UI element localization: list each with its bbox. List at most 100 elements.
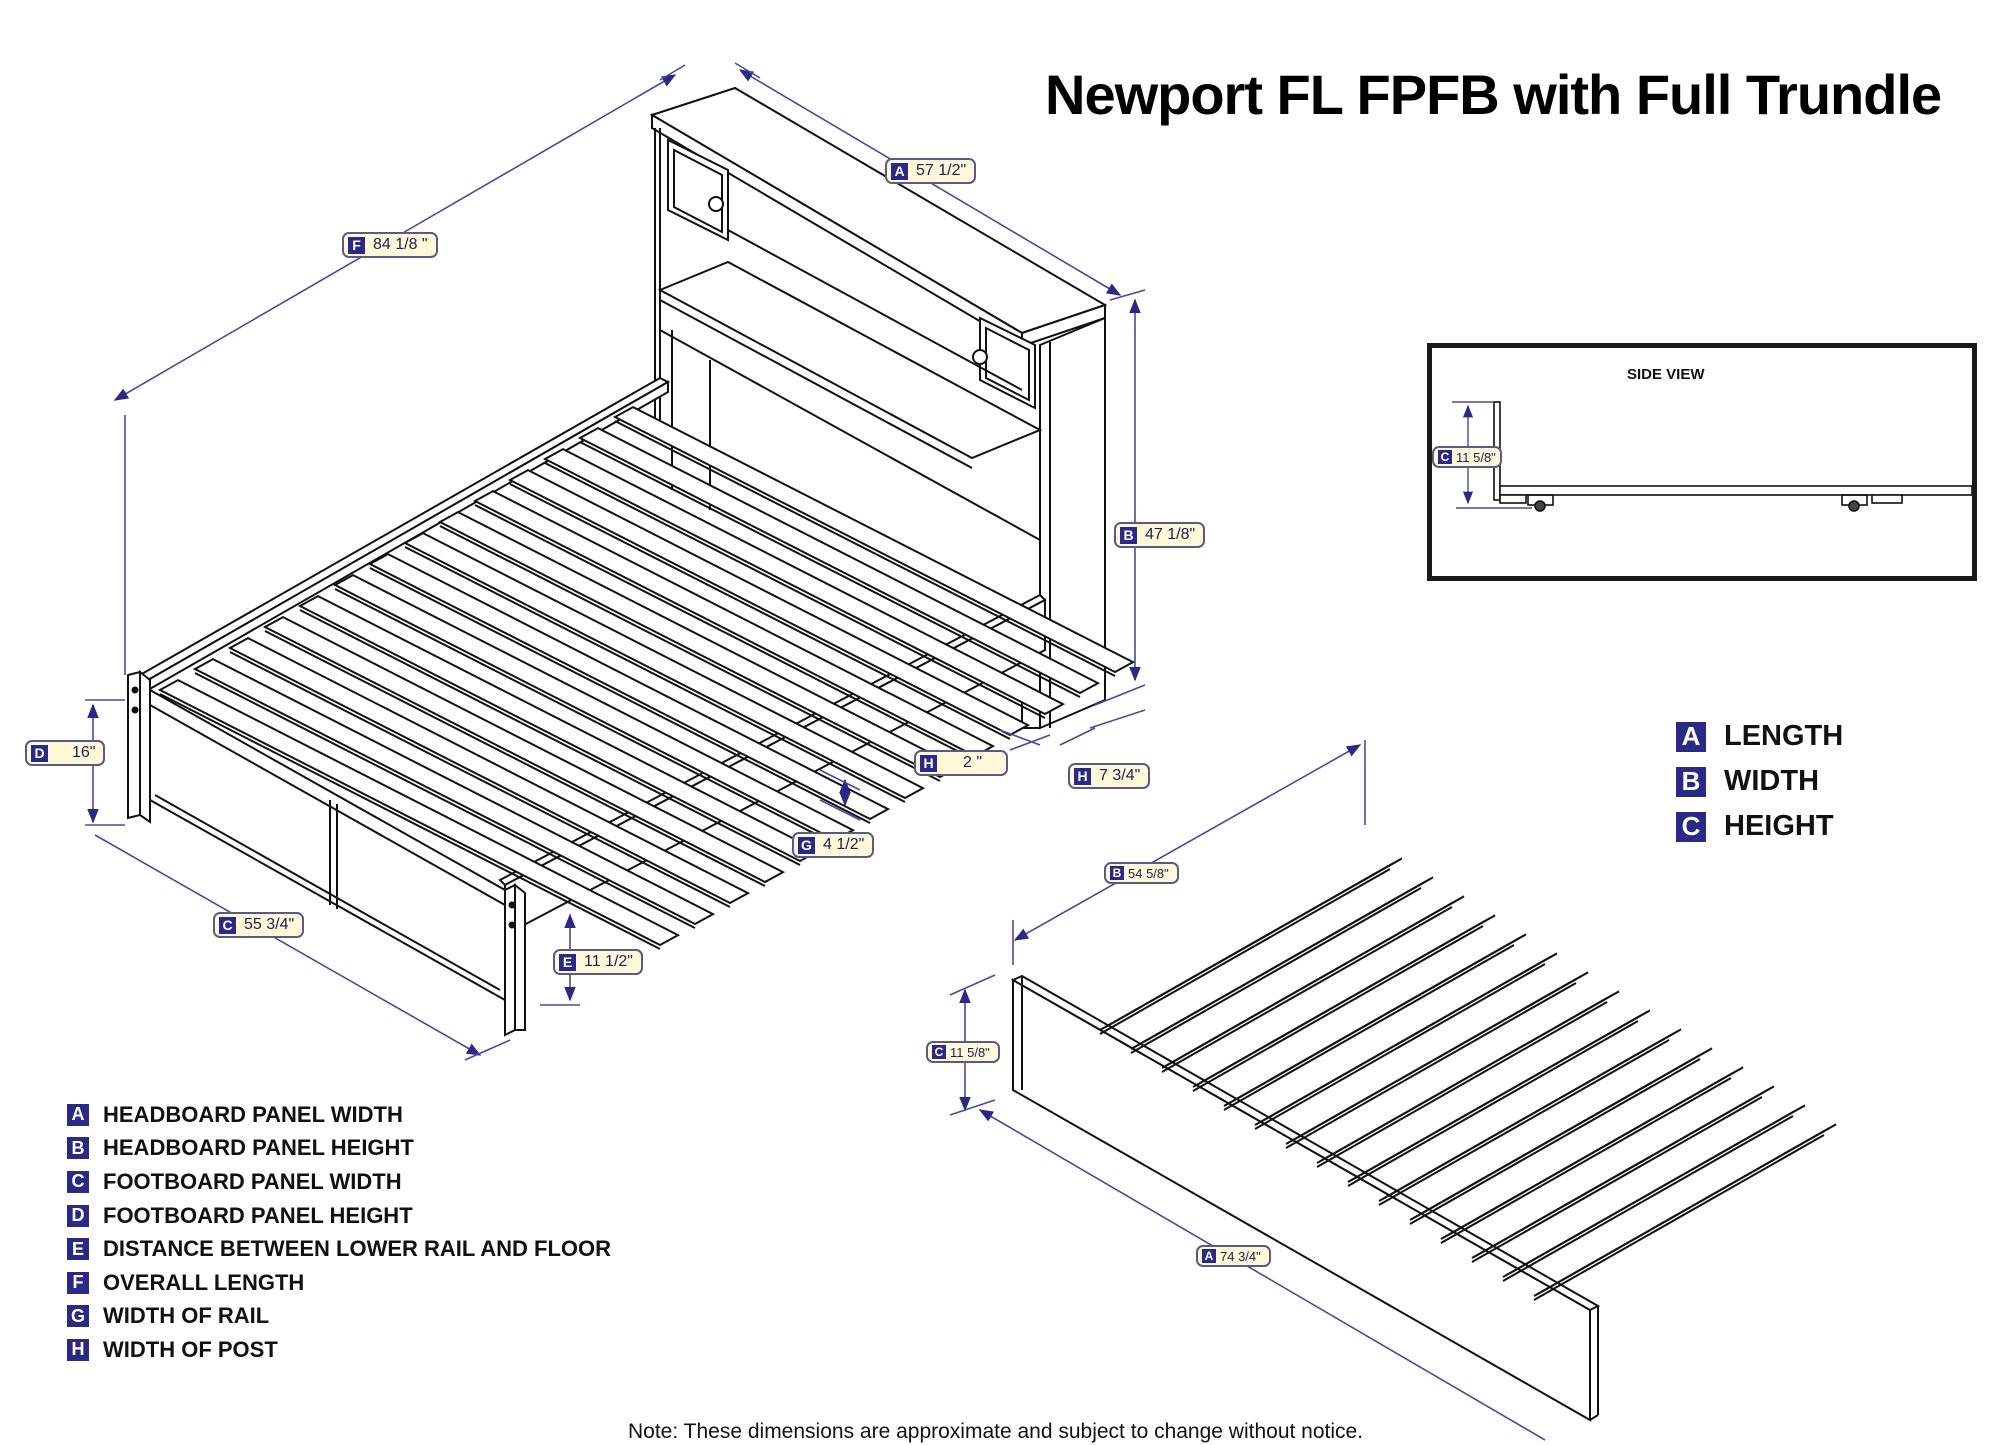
dimension-value: 57 1/2"	[916, 162, 967, 179]
dimension-label-h-post: H 2 "	[914, 750, 1008, 776]
slat	[192, 657, 716, 926]
trundle-dimension-label-b: B 54 5/8"	[1104, 862, 1179, 884]
side-view-drawing	[1452, 401, 1972, 512]
slat-edge	[1440, 1077, 1732, 1244]
slat-edge	[1161, 906, 1453, 1073]
legend-label: DISTANCE BETWEEN LOWER RAIL AND FLOOR	[103, 1236, 612, 1262]
slat-edge	[299, 609, 801, 866]
legend-label: WIDTH OF RAIL	[103, 1303, 270, 1329]
dimension-value: 54 5/8"	[1128, 865, 1169, 881]
legend-label: WIDTH	[1724, 765, 1820, 797]
slat	[1099, 857, 1403, 1031]
dimension-value: 55 3/4"	[244, 916, 295, 933]
trundle-dimension-label-a: A 74 3/4"	[1196, 1245, 1271, 1267]
slat-edge	[334, 588, 836, 845]
slat	[1161, 895, 1465, 1069]
dimension-label-h-depth: H 7 3/4"	[1068, 763, 1151, 789]
legend-label: WIDTH OF POST	[103, 1336, 278, 1362]
disclaimer-note: Note: These dimensions are approximate a…	[628, 1420, 1364, 1443]
slat	[227, 636, 751, 905]
slat	[1502, 1104, 1806, 1278]
legend-code-badge: B	[67, 1137, 89, 1160]
slat	[262, 615, 786, 884]
slat	[1471, 1085, 1775, 1259]
slat	[367, 552, 891, 821]
slat-edge	[229, 651, 731, 908]
dimension-value: 7 3/4"	[1099, 767, 1141, 784]
bed-slats	[157, 405, 1136, 950]
legend-code-badge: E	[67, 1238, 89, 1261]
dimension-label-e: E 11 1/2"	[553, 949, 643, 975]
dimension-value: 84 1/8 "	[373, 236, 428, 253]
legend-label: OVERALL LENGTH	[103, 1269, 305, 1295]
slat-edge	[1099, 868, 1391, 1035]
dimension-value: 11 1/2"	[584, 953, 633, 970]
legend-code-badge: B	[1676, 766, 1706, 797]
slat-edge	[474, 504, 976, 761]
bed-frame	[127, 86, 1136, 1037]
slat-edge	[1316, 1001, 1608, 1168]
slat-edge	[1192, 925, 1484, 1092]
slat-edge	[579, 441, 1081, 698]
legend-item: B HEADBOARD PANEL HEIGHT	[67, 1132, 611, 1166]
slat	[577, 426, 1101, 695]
slat-edge	[1409, 1058, 1701, 1225]
dimension-code-badge: A	[1202, 1249, 1216, 1263]
slat-edge	[264, 630, 766, 887]
legend-code-badge: F	[67, 1271, 89, 1294]
legend-item: F OVERALL LENGTH	[67, 1266, 611, 1300]
dimension-value: 11 5/8"	[1456, 449, 1496, 465]
dimension-label-c: C 55 3/4"	[213, 912, 305, 938]
slat-edge	[614, 420, 1116, 677]
dimension-label-a: A 57 1/2"	[885, 158, 977, 184]
side-view-title: SIDE VIEW	[1627, 366, 1705, 383]
slat	[542, 447, 1066, 716]
dimension-code-badge: C	[932, 1045, 946, 1059]
slat	[472, 489, 996, 758]
slat	[1192, 914, 1496, 1088]
slat	[1316, 990, 1620, 1164]
side-view-dimension-label: C 11 5/8"	[1432, 446, 1502, 468]
legend-code-badge: A	[67, 1103, 89, 1126]
legend-code-badge: C	[1676, 811, 1706, 842]
trundle-dimension-lines	[949, 740, 1546, 1441]
slat	[1223, 933, 1527, 1107]
dimension-code-badge: E	[559, 953, 576, 971]
dimension-code-badge: C	[1438, 450, 1452, 464]
legend-code-badge: A	[1676, 721, 1706, 752]
slat-edge	[369, 567, 871, 824]
dimension-code-badge: C	[219, 916, 236, 934]
slat-edge	[159, 693, 661, 950]
dimension-value: 47 1/8"	[1145, 526, 1196, 543]
slat	[1130, 876, 1434, 1050]
trundle-dimension-label-c: C 11 5/8"	[926, 1041, 1000, 1063]
dimension-label-f: F 84 1/8 "	[342, 232, 438, 258]
slat	[1378, 1028, 1682, 1202]
slat-edge	[1254, 963, 1546, 1130]
legend-label: FOOTBOARD PANEL HEIGHT	[103, 1202, 413, 1228]
footboard	[127, 669, 526, 1037]
slat	[1254, 952, 1558, 1126]
slat	[507, 468, 1031, 737]
slat-edge	[1471, 1096, 1763, 1263]
slat-edge	[1285, 982, 1577, 1149]
dimension-value: 4 1/2"	[823, 836, 865, 853]
slat-edge	[544, 462, 1046, 719]
dimension-code-badge: H	[920, 754, 937, 772]
side-view-panel: SIDE VIEW C 11 5/8"	[1427, 343, 1977, 581]
slat	[1440, 1066, 1744, 1240]
slat	[402, 531, 926, 800]
slat-edge	[1533, 1134, 1825, 1301]
dimension-value: 11 5/8"	[950, 1044, 990, 1060]
dimension-code-badge: D	[31, 744, 48, 762]
legend-label: HEADBOARD PANEL HEIGHT	[103, 1135, 414, 1161]
slat-edge	[509, 483, 1011, 740]
slat	[332, 573, 856, 842]
